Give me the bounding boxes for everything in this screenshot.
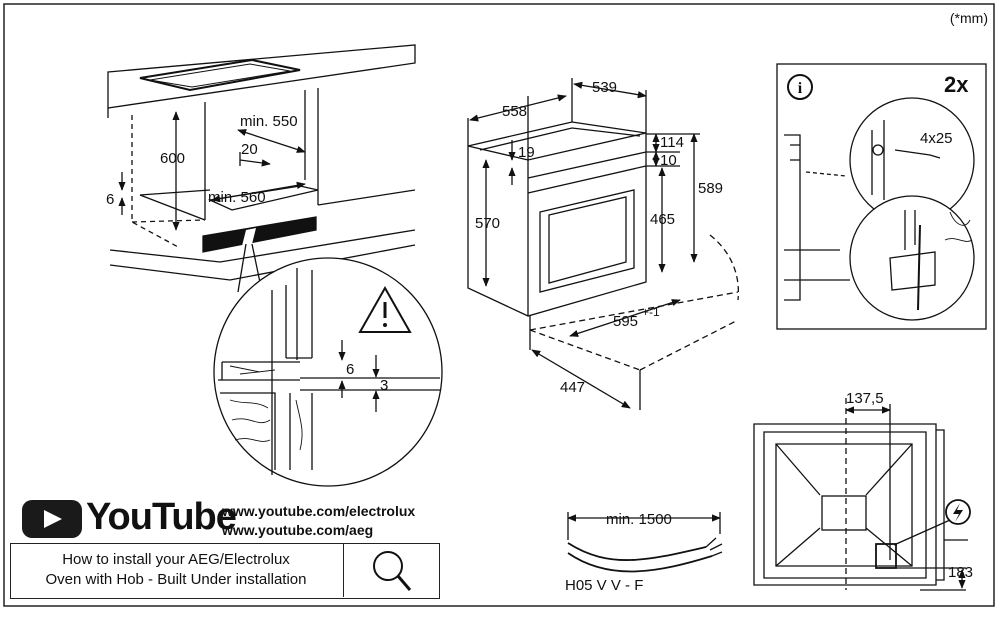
warning-triangle-icon — [358, 285, 412, 333]
cabinet-depth-label: min. 550 — [240, 113, 298, 130]
fixing-screw-label: 4x25 — [920, 130, 953, 147]
instructions-line-1: How to install your AEG/Electrolux — [62, 551, 290, 568]
instructions-text: How to install your AEG/Electrolux Oven … — [11, 550, 341, 590]
play-icon — [22, 500, 82, 538]
cabinet-width-label: min. 560 — [208, 189, 266, 206]
cabinet-plinth-label: 6 — [106, 191, 114, 208]
info-icon: i — [787, 74, 813, 100]
youtube-links: www.youtube.com/electrolux www.youtube.c… — [222, 502, 415, 540]
svg-text:i: i — [798, 80, 803, 97]
magnifier-icon — [373, 551, 412, 591]
oven-depth-front-label: 447 — [560, 379, 585, 396]
instructions-line-2: Oven with Hob - Built Under installation — [45, 571, 307, 588]
oven-height-door-label: 465 — [650, 211, 675, 228]
fixing-count-label: 2x — [944, 72, 969, 97]
youtube-link-electrolux[interactable]: www.youtube.com/electrolux — [222, 503, 416, 519]
cable-drawing — [567, 512, 723, 573]
oven-top-offset-label: 19 — [518, 144, 535, 161]
detail-gap-top-label: 6 — [346, 361, 354, 378]
oven-front-gap-label: 10 — [660, 152, 677, 169]
youtube-logo-text: YouTube — [86, 496, 237, 538]
detail-gap-bottom-label: 3 — [380, 377, 388, 394]
oven-width-label: 595 — [613, 313, 638, 330]
oven-height-total-label: 589 — [698, 180, 723, 197]
search-box[interactable] — [343, 544, 440, 597]
oven-height-body-label: 570 — [475, 215, 500, 232]
oven-depth-body-label: 539 — [592, 79, 617, 96]
unit-note: (*mm) — [949, 10, 988, 26]
oven-width-tolerance: +-1 — [642, 305, 660, 319]
oven-depth-total-label: 558 — [502, 103, 527, 120]
oven-front-top-label: 114 — [660, 134, 684, 151]
instructions-box: How to install your AEG/Electrolux Oven … — [10, 543, 440, 599]
back-offset-x-label: 137,5 — [846, 390, 884, 407]
detail-circle — [213, 257, 443, 487]
back-offset-y-label: 183 — [948, 564, 973, 581]
sheet-border — [3, 3, 995, 607]
cable-length-label: min. 1500 — [606, 511, 672, 528]
fixing-panel — [776, 63, 987, 330]
cable-type-label: H05 V V - F — [565, 577, 643, 594]
youtube-section: YouTube www.youtube.com/electrolux www.y… — [22, 496, 452, 540]
cabinet-gap-label: 20 — [241, 141, 258, 158]
oven-drawing — [467, 78, 740, 410]
back-view-drawing — [753, 398, 968, 591]
youtube-link-aeg[interactable]: www.youtube.com/aeg — [222, 522, 374, 538]
electric-warning-icon — [945, 499, 971, 525]
cabinet-height-label: 600 — [160, 150, 185, 167]
cabinet-drawing — [107, 44, 416, 293]
